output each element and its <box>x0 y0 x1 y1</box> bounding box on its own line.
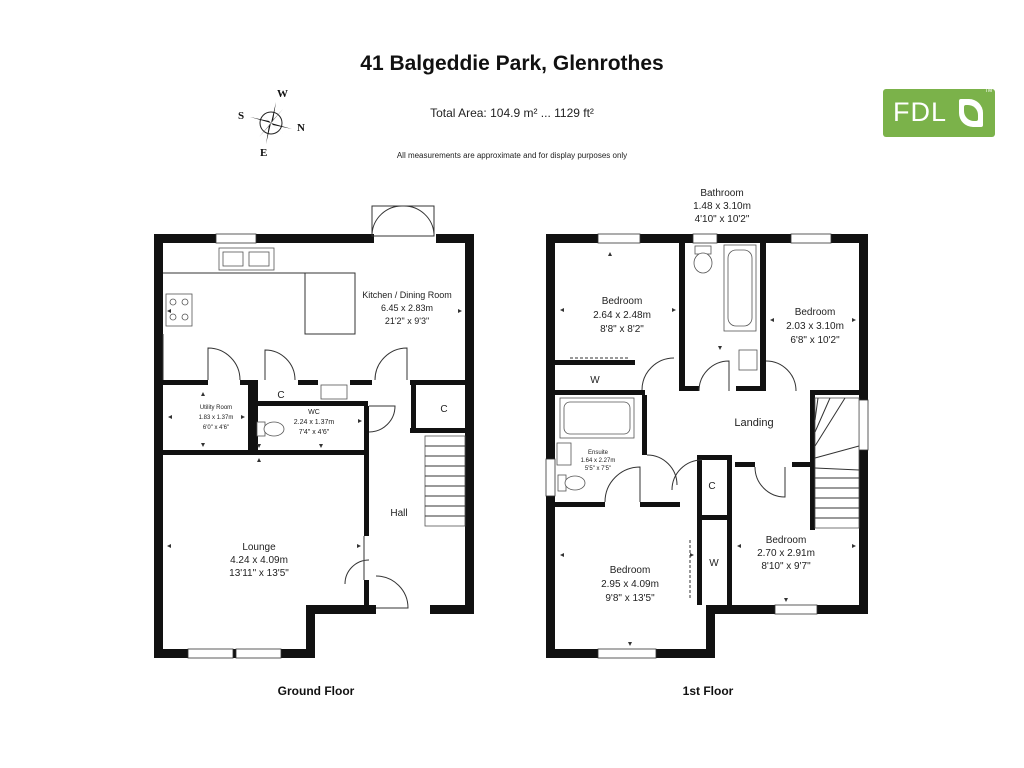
bathroom-name: Bathroom <box>700 188 743 199</box>
utility-metric: 1.83 x 1.37m <box>199 415 234 421</box>
first-floor-stairs <box>814 397 860 529</box>
utility-imperial: 6'0" x 4'6" <box>203 425 229 431</box>
ground-floor-label: Ground Floor <box>278 684 355 698</box>
compass-rose-icon: W S N E <box>238 88 305 159</box>
bedroom-ne-imperial: 6'8" x 10'2" <box>790 335 840 346</box>
cupboard-1: C <box>277 390 284 401</box>
page-title: 41 Balgeddie Park, Glenrothes <box>360 52 664 75</box>
wc-name: WC <box>308 409 320 416</box>
bedroom-sw-imperial: 9'8" x 13'5" <box>605 593 655 604</box>
fdl-logo: FDL TM <box>883 88 995 137</box>
bathroom-imperial: 4'10" x 10'2" <box>695 214 750 225</box>
logo-text: FDL <box>893 97 948 127</box>
lounge-imperial: 13'11" x 13'5" <box>229 568 289 579</box>
hall-label: Hall <box>390 508 407 519</box>
bedroom-ne-name: Bedroom <box>795 307 836 318</box>
cupboard-2: C <box>440 404 447 415</box>
logo-trademark: TM <box>985 88 993 94</box>
bedroom-sw-metric: 2.95 x 4.09m <box>601 579 659 590</box>
ground-floor-stairs <box>424 435 466 527</box>
wardrobe-1: W <box>590 375 600 386</box>
first-floor-label: 1st Floor <box>683 684 734 698</box>
lounge-metric: 4.24 x 4.09m <box>230 555 288 566</box>
bedroom-nw-name: Bedroom <box>602 296 643 307</box>
ensuite-name: Ensuite <box>588 450 609 456</box>
compass-n: N <box>297 122 305 134</box>
compass-e: E <box>260 147 267 159</box>
compass-w: W <box>277 88 288 100</box>
ensuite-metric: 1.64 x 2.27m <box>581 458 616 464</box>
bedroom-nw-imperial: 8'8" x 8'2" <box>600 324 644 335</box>
kitchen-imperial: 21'2" x 9'3" <box>385 316 429 326</box>
bedroom-se-metric: 2.70 x 2.91m <box>757 548 815 559</box>
ground-floor-plan: Kitchen / Dining Room 6.45 x 2.83m 21'2"… <box>154 205 474 698</box>
first-floor-plan: Bathroom 1.48 x 3.10m 4'10" x 10'2" Bedr… <box>545 188 869 698</box>
bedroom-sw-name: Bedroom <box>610 565 651 576</box>
bathroom-metric: 1.48 x 3.10m <box>693 201 751 212</box>
landing-label: Landing <box>734 417 773 429</box>
total-area: Total Area: 104.9 m² ... 1129 ft² <box>430 106 594 120</box>
bedroom-se-name: Bedroom <box>766 535 807 546</box>
wardrobe-2: W <box>709 558 719 569</box>
wc-metric: 2.24 x 1.37m <box>294 419 335 426</box>
bedroom-se-imperial: 8'10" x 9'7" <box>761 561 811 572</box>
kitchen-name: Kitchen / Dining Room <box>362 290 452 300</box>
lounge-name: Lounge <box>242 542 276 553</box>
ensuite-imperial: 5'5" x 7'5" <box>585 466 611 472</box>
leaf-icon <box>959 99 983 127</box>
kitchen-metric: 6.45 x 2.83m <box>381 303 433 313</box>
cupboard-first: C <box>708 481 715 492</box>
disclaimer: All measurements are approximate and for… <box>396 151 628 160</box>
compass-s: S <box>238 110 244 122</box>
bedroom-nw-metric: 2.64 x 2.48m <box>593 310 651 321</box>
utility-name: Utility Room <box>200 405 232 411</box>
bedroom-ne-metric: 2.03 x 3.10m <box>786 321 844 332</box>
wc-imperial: 7'4" x 4'6" <box>299 429 330 436</box>
